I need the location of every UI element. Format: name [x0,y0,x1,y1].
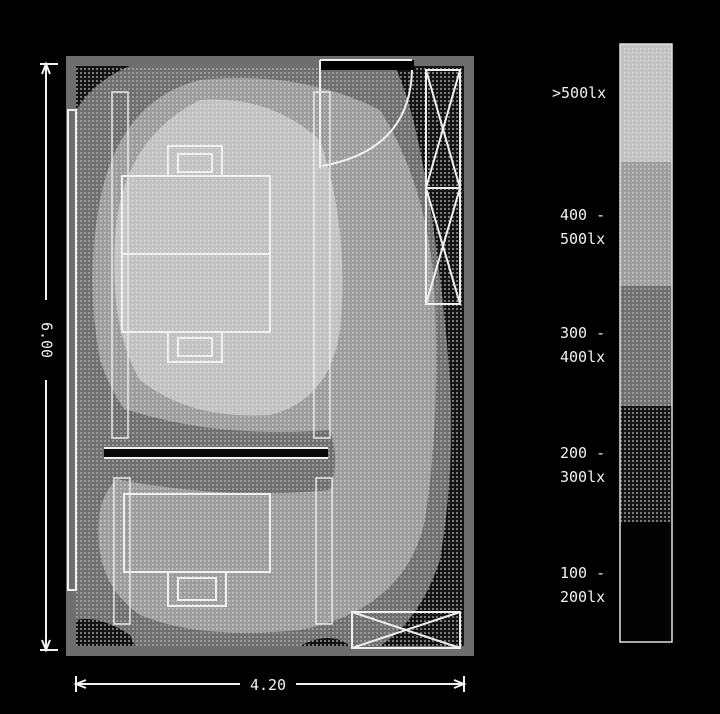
shelf-right-upper [313,91,331,439]
door-opening [320,60,414,70]
zone-over-500-top [114,99,343,416]
zone-200-300-right [380,66,464,646]
width-dimension: 4.20 [73,672,467,696]
height-label: 6.00 [38,322,56,358]
legend-band-5 [620,522,672,642]
legend-label-2a: 400 - [560,206,605,224]
illuminance-legend: >500lx 400 - 500lx 300 - 400lx 200 - 300… [552,43,673,643]
height-dimension: 6.00 [36,61,58,653]
window-left [67,109,77,591]
shelf-left-lower [113,477,131,625]
legend-label-5a: 100 - [560,564,605,582]
door-frame [319,59,412,168]
width-label: 4.20 [250,676,286,694]
cabinet-bottom [351,611,461,649]
legend-label-3a: 300 - [560,324,605,342]
desk-lower [123,493,271,607]
legend-band-4 [620,406,672,522]
door-swing-arc [321,69,413,167]
floor-plan [66,56,474,656]
shelf-right-lower [315,477,333,625]
legend-label-5b: 200lx [560,588,605,606]
table-upper [121,145,271,363]
partition-wall [104,448,328,458]
legend-label-3b: 400lx [560,348,605,366]
legend-band-3 [620,286,672,406]
legend-label-2b: 500lx [560,230,605,248]
legend-label-4a: 200 - [560,444,605,462]
legend-label-1: >500lx [552,84,606,102]
legend-band-2 [620,162,672,286]
zone-200-300-top-left [76,66,130,110]
partition-outline [104,447,328,459]
zone-200-300-bottom-right [300,638,350,646]
legend-band-1 [620,44,672,162]
legend-label-4b: 300lx [560,468,605,486]
cupboard-lower [425,187,461,305]
legend-frame [619,43,673,643]
shelf-left-upper [111,91,129,439]
zone-over-500-bottom [143,501,283,602]
zone-200-300-bottom-left [76,619,135,646]
zone-mid-strip [99,400,335,494]
